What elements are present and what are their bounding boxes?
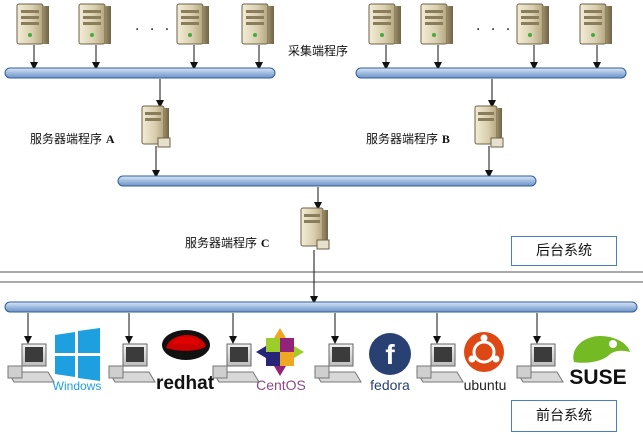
server-c-label: 服务器端程序 C xyxy=(185,234,270,251)
bus-to-server-arrows xyxy=(156,79,496,108)
centos-logo: CentOS xyxy=(256,328,306,393)
ellipsis-right: · · · xyxy=(476,22,514,38)
collector-label: 采集端程序 xyxy=(288,44,349,58)
pc-icon xyxy=(212,343,260,383)
pc-icon xyxy=(416,343,464,383)
client-arrows xyxy=(24,313,541,344)
network-bus-top-left xyxy=(4,67,276,79)
redhat-logo-text: redhat xyxy=(156,373,215,394)
collector-servers-right xyxy=(368,3,612,45)
server-c-label-text: 服务器端程序 xyxy=(185,236,258,250)
svg-text:f: f xyxy=(385,339,395,370)
pc-icon xyxy=(516,343,564,383)
ubuntu-logo: ubuntu xyxy=(464,332,507,393)
server-icon xyxy=(579,3,612,45)
server-icon xyxy=(420,3,453,45)
server-icon xyxy=(16,3,49,45)
server-icon xyxy=(241,3,274,45)
client-pcs xyxy=(7,343,564,383)
server-c-label-letter: C xyxy=(260,236,270,250)
ellipsis-left: · · · xyxy=(135,22,173,38)
ubuntu-logo-text: ubuntu xyxy=(464,377,507,393)
windows-logo-text: Windows xyxy=(53,379,102,393)
frontend-system-box: 前台系统 xyxy=(511,400,617,432)
fedora-logo: f fedora xyxy=(369,333,411,393)
network-bus-top-right xyxy=(355,67,627,79)
fedora-logo-text: fedora xyxy=(370,377,410,393)
centos-logo-text: CentOS xyxy=(256,377,306,393)
server-a-label-letter: A xyxy=(105,132,115,146)
network-bus-bottom xyxy=(4,301,638,313)
pc-icon xyxy=(7,343,55,383)
pc-icon xyxy=(314,343,362,383)
backend-system-box: 后台系统 xyxy=(511,236,617,266)
server-a-label: 服务器端程序 A xyxy=(30,130,115,147)
server-a-icon xyxy=(141,105,171,148)
server-b-label-text: 服务器端程序 xyxy=(366,132,439,146)
suse-logo-text: SUSE xyxy=(569,366,626,389)
server-b-label-letter: B xyxy=(441,132,450,146)
windows-logo: Windows xyxy=(53,328,102,393)
suse-logo: SUSE xyxy=(569,336,630,389)
server-icon xyxy=(516,3,549,45)
redhat-logo: redhat xyxy=(156,330,215,394)
server-b-label: 服务器端程序 B xyxy=(366,130,450,147)
network-bus-middle xyxy=(117,175,537,187)
server-icon xyxy=(368,3,401,45)
collector-servers-left xyxy=(16,3,274,45)
server-ab-arrows xyxy=(152,146,493,178)
server-a-label-text: 服务器端程序 xyxy=(30,132,103,146)
server-icon xyxy=(176,3,209,45)
collector-arrows xyxy=(30,45,601,70)
server-b-icon xyxy=(474,105,504,148)
server-icon xyxy=(78,3,111,45)
pc-icon xyxy=(108,343,156,383)
server-c-icon xyxy=(300,207,330,250)
